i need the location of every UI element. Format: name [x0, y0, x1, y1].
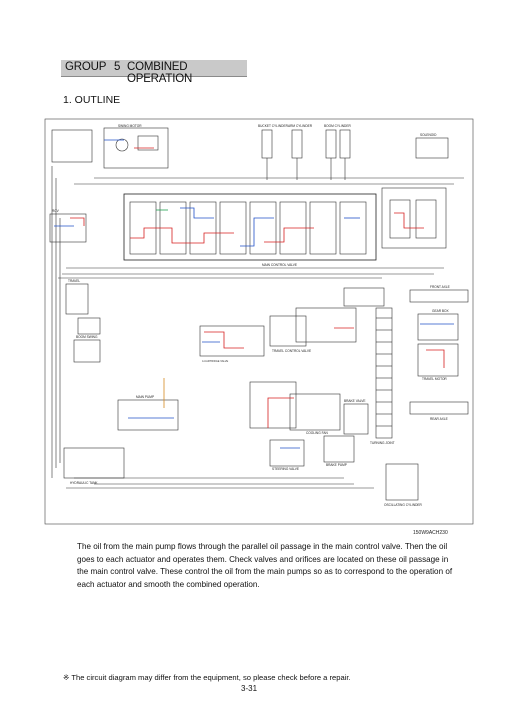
group-title: COMBINED OPERATION	[127, 61, 193, 85]
label-brake-pump: BRAKE PUMP	[326, 463, 347, 467]
group-header: GROUP 5 COMBINED OPERATION	[61, 60, 247, 85]
label-swing-motor: SWING MOTOR	[118, 124, 142, 128]
label-bucket-cylinder: BUCKET CYLINDER	[258, 124, 289, 128]
label-boom-cylinder: BOOM CYLINDER	[324, 124, 351, 128]
label-main-pump: MAIN PUMP	[136, 395, 154, 399]
label-boom-swing: BOOM SWING	[76, 335, 98, 339]
label-solenoid: SOLENOID	[420, 133, 437, 137]
label-rear-axle: REAR AXLE	[430, 417, 448, 421]
hydraulic-circuit-diagram: BUCKET CYLINDER ARM CYLINDER BOOM CYLIND…	[44, 118, 476, 528]
label-main-control-valve: MAIN CONTROL VALVE	[262, 263, 297, 267]
page-number: 3-31	[241, 684, 258, 693]
figure-code: 150W9ACH230	[413, 530, 448, 536]
label-brake-valve: BRAKE VALVE	[344, 399, 366, 403]
label-turning-joint: TURNING JOINT	[370, 441, 395, 445]
body-paragraph: The oil from the main pump flows through…	[77, 542, 453, 589]
label-rcv: RCV	[52, 209, 60, 213]
label-cooling-fan: COOLING FAN	[306, 431, 328, 435]
label-steering-valve: STEERING VALVE	[272, 467, 299, 471]
label-cartridge-valve: 4-CARTRIDGE VALVE	[202, 359, 229, 363]
group-word: GROUP	[65, 61, 107, 73]
label-travel: TRAVEL	[68, 279, 80, 283]
footnote: ※ The circuit diagram may differ from th…	[63, 673, 351, 682]
label-travel-motor: TRAVEL MOTOR	[422, 377, 447, 381]
label-hydraulic-tank: HYDRAULIC TANK	[70, 481, 98, 485]
label-travel-control-valve: TRAVEL CONTROL VALVE	[272, 349, 311, 353]
label-arm-cylinder: ARM CYLINDER	[288, 124, 313, 128]
label-oscillating-cylinder: OSCILLATING CYLINDER	[384, 503, 423, 507]
section-title: 1. OUTLINE	[63, 94, 121, 106]
group-number: 5	[114, 61, 121, 73]
label-front-axle: FRONT AXLE	[430, 285, 450, 289]
label-gear-box: GEAR BOX	[432, 309, 450, 313]
